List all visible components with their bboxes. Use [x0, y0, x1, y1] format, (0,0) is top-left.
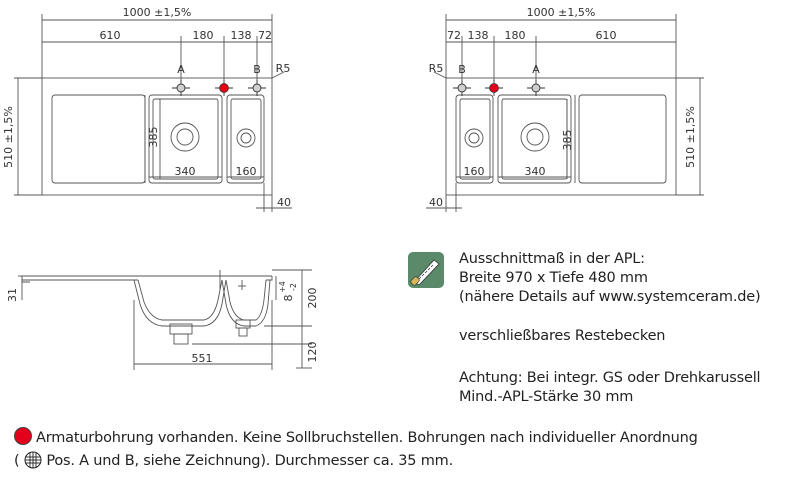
dim-section-offset-sub: -2	[289, 283, 298, 291]
dim-138-left: 138	[231, 29, 252, 42]
info-line-6: Mind.-APL-Stärke 30 mm	[459, 389, 634, 405]
label-b-left: B	[253, 63, 261, 76]
dim-basin-small-left: 160	[236, 165, 257, 178]
info-line-1: Ausschnittmaß in der APL:	[459, 251, 645, 267]
dim-basin-depth-right: 385	[561, 130, 574, 151]
dim-basin-small-right: 160	[464, 165, 485, 178]
dim-72-right: 72	[447, 29, 461, 42]
legend-line-2: ( Pos. A und B, siehe Zeichnung). Durchm…	[14, 451, 453, 469]
crosshatch-circle-icon	[24, 451, 42, 469]
attention-note: Achtung: Bei integr. GS oder Drehkarusse…	[459, 369, 761, 407]
dim-section-offset-sup: +4	[278, 281, 287, 293]
tap-marker-b-right	[453, 80, 471, 96]
dim-180-left: 180	[193, 29, 214, 42]
tap-marker-b-left	[248, 80, 266, 96]
info-line-5: Achtung: Bei integr. GS oder Drehkarusse…	[459, 370, 761, 386]
dim-section-offset: 8	[282, 295, 295, 302]
label-a-right: A	[532, 63, 540, 76]
dim-overall-width-right: 1000 ±1,5%	[527, 6, 596, 19]
label-a-left: A	[177, 63, 185, 76]
tap-hole-red-left	[215, 80, 233, 96]
tap-hole-red-right	[485, 80, 503, 96]
tap-marker-a-right	[527, 80, 545, 96]
dim-section-thickness: 31	[6, 288, 19, 302]
dim-138-right: 138	[468, 29, 489, 42]
dim-180-right: 180	[505, 29, 526, 42]
dim-610-right: 610	[596, 29, 617, 42]
saw-icon	[408, 252, 444, 288]
legend-text-2: Pos. A und B, siehe Zeichnung). Durchmes…	[46, 453, 453, 469]
red-dot-icon	[14, 427, 32, 445]
plan-right	[426, 14, 704, 212]
dim-section-width: 551	[192, 352, 213, 365]
dim-basin-depth-left: 385	[147, 127, 160, 148]
section-view	[18, 269, 312, 370]
info-line-4: verschließbares Restebecken	[459, 328, 666, 344]
dim-basin-large-left: 340	[175, 165, 196, 178]
legend-line-1: Armaturbohrung vorhanden. Keine Sollbruc…	[14, 427, 698, 446]
legend-text-1: Armaturbohrung vorhanden. Keine Sollbruc…	[36, 430, 698, 446]
label-radius-left: R5	[276, 62, 291, 75]
dim-overall-width-left: 1000 ±1,5%	[123, 6, 192, 19]
dim-depth-right: 510 ±1,5%	[684, 106, 697, 168]
dim-72-left: 72	[258, 29, 272, 42]
dim-section-drain-height: 120	[306, 342, 319, 363]
label-b-right: B	[458, 63, 466, 76]
legend-open-paren: (	[14, 453, 20, 469]
tap-marker-a-left	[172, 80, 190, 96]
cutout-info: Ausschnittmaß in der APL: Breite 970 x T…	[459, 250, 761, 307]
dim-edge-right: 40	[429, 196, 443, 209]
dim-section-height: 200	[306, 288, 319, 309]
dim-610-left: 610	[100, 29, 121, 42]
dim-basin-large-right: 340	[525, 165, 546, 178]
dim-depth-left: 510 ±1,5%	[2, 106, 15, 168]
dim-edge-left: 40	[277, 196, 291, 209]
plan-left	[14, 14, 292, 212]
label-radius-right: R5	[429, 62, 444, 75]
info-line-2: Breite 970 x Tiefe 480 mm	[459, 270, 648, 286]
info-line-3: (nähere Details auf www.systemceram.de)	[459, 289, 761, 305]
